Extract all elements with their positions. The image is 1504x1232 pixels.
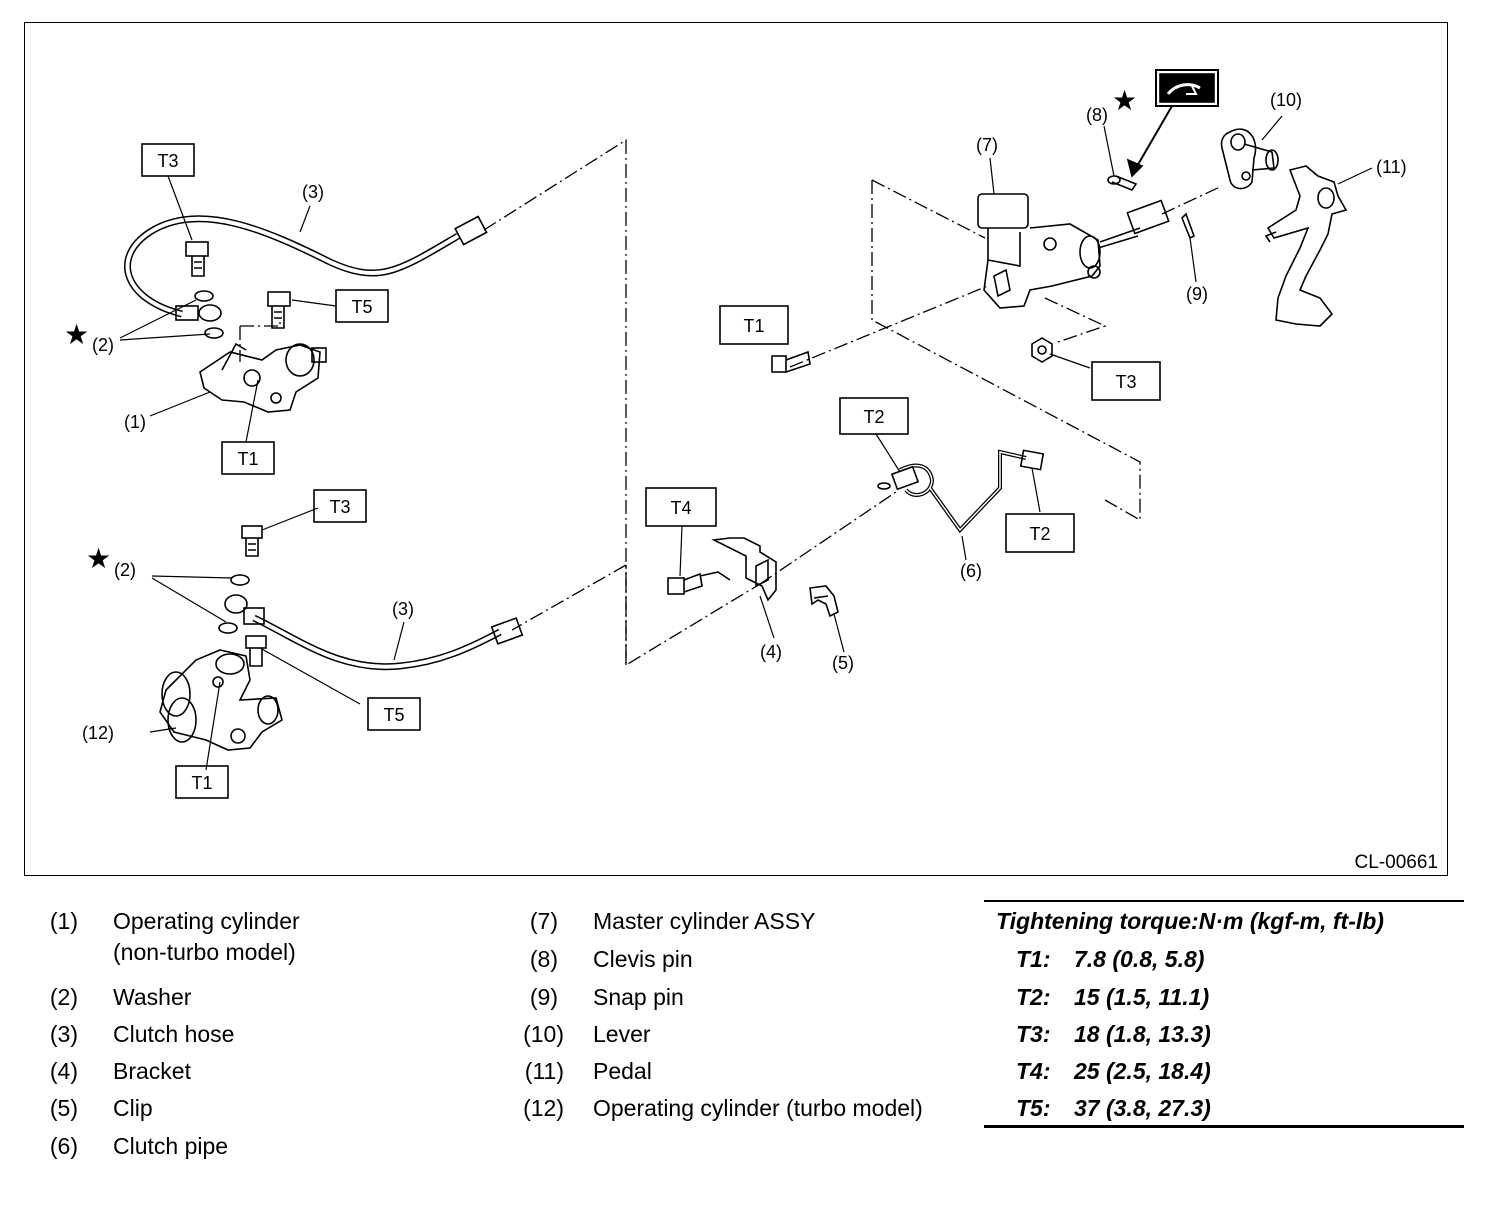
torque-code: T5: [1016,1095,1051,1121]
clutch-hose-upper [124,215,488,321]
diagram-frame [24,22,1448,876]
torque-code: T1: [1016,946,1051,972]
torque-code: T4: [1016,1058,1051,1084]
legend-number: (7) [529,908,558,934]
torque-tag-t3: T3 [1115,372,1136,392]
torque-tag-t5: T5 [383,705,404,725]
legend-number: (1) [49,908,78,934]
operating-cylinder-non-turbo [199,342,327,413]
legend-number: (11) [524,1058,564,1084]
legend-label: Lever [593,1021,651,1047]
callout-4: (4) [760,642,782,662]
callout-11: (11) [1376,157,1407,177]
grease-tool-icon [1155,69,1219,107]
torque-value: 25 (2.5, 18.4) [1074,1058,1211,1084]
dash-dot-guide-lines [239,138,1223,667]
torque-table: Tightening torque:N·m (kgf-m, ft-lb) T1:… [984,900,1464,1128]
lever [1220,128,1279,190]
torque-value: 7.8 (0.8, 5.8) [1074,946,1205,972]
legend-number: (9) [529,984,558,1010]
callout-6: (6) [960,561,982,581]
bolts-washers-upper-left [185,241,291,339]
callout-5: (5) [832,653,854,673]
callout-9: (9) [1186,284,1208,304]
leader-lines [119,115,1373,771]
clutch-hose-lower [243,607,524,671]
legend-label: (non-turbo model) [113,939,296,965]
legend-number: (8) [529,946,558,972]
torque-tag-t1: T1 [743,316,764,336]
callout-2-upper: (2) [92,335,114,355]
legend-number: (10) [523,1021,564,1047]
legend-label: Snap pin [593,984,684,1010]
legend-label: Clutch hose [113,1021,235,1047]
torque-tag-t3: T3 [157,151,178,171]
callout-3-lower: (3) [392,599,414,619]
star-icon: ★ [86,543,111,574]
legend-label: Clevis pin [593,946,693,972]
clip [809,585,839,618]
star-icon: ★ [64,319,89,350]
callout-10: (10) [1270,90,1302,110]
legend-label: Clutch pipe [113,1133,229,1159]
figure-code: CL-00661 [1355,852,1438,873]
legend-number: (2) [49,984,78,1010]
legend-label: Clip [113,1095,153,1121]
legend-number: (5) [49,1095,78,1121]
tag-boxes [141,143,1161,799]
legend-label: Pedal [593,1058,652,1084]
legend-label: Washer [113,984,192,1010]
pedal [1264,165,1348,327]
callout-1: (1) [124,412,146,432]
torque-tag-t1: T1 [191,773,212,793]
star-icon: ★ [1112,85,1137,116]
torque-tag-t2: T2 [1029,524,1050,544]
bracket [699,537,777,602]
legend-number: (6) [49,1133,78,1159]
legend-label: Master cylinder ASSY [593,908,816,934]
torque-table-title: Tightening torque:N·m (kgf-m, ft-lb) [996,908,1384,934]
legend-number: (3) [49,1021,78,1047]
torque-value: 15 (1.5, 11.1) [1074,984,1210,1010]
clevis-pin [1107,175,1138,191]
bolts-washers-lower-left [218,525,267,667]
torque-tag-t5: T5 [351,297,372,317]
callout-12: (12) [82,723,114,743]
torque-code: T3: [1016,1021,1051,1047]
torque-code: T2: [1016,984,1051,1010]
torque-tag-t2: T2 [863,407,884,427]
callout-2-lower: (2) [114,560,136,580]
legend-label: Bracket [113,1058,191,1084]
legend-label: Operating cylinder (turbo model) [593,1095,923,1121]
callout-8: (8) [1086,105,1108,125]
nut-t3-master [1031,337,1053,363]
torque-value: 18 (1.8, 13.3) [1074,1021,1211,1047]
torque-tag-t4: T4 [670,498,691,518]
bolt-t1-master [771,350,811,373]
clutch-system-exploded-diagram: ★ ★ ★ (1) (2) (2) (3) (3) (4) (5) (6) (7… [64,69,1438,873]
legend-label: Operating cylinder [113,908,300,934]
callout-7: (7) [976,135,998,155]
legend-number: (12) [523,1095,564,1121]
torque-value: 37 (3.8, 27.3) [1074,1095,1211,1121]
master-cylinder [977,193,1170,309]
operating-cylinder-turbo [159,649,283,751]
torque-tag-t1: T1 [237,449,258,469]
clutch-pipe [877,449,1045,534]
bolt-t4 [667,572,703,595]
snap-pin [1181,212,1195,240]
legend-number: (4) [49,1058,78,1084]
callout-3-upper: (3) [302,182,324,202]
torque-tag-t3: T3 [329,497,350,517]
